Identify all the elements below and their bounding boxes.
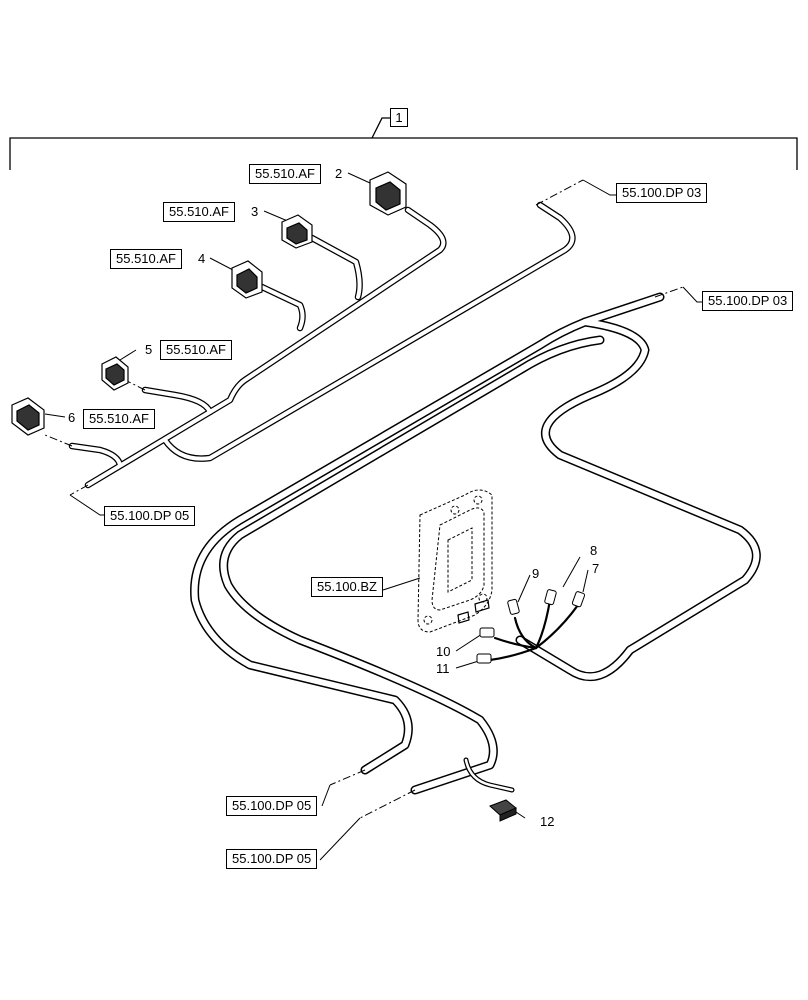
callout-2: 2: [335, 166, 343, 181]
control-module: [417, 489, 493, 633]
ref-box-connector-4[interactable]: 55.510.AF: [110, 249, 182, 269]
connector-3-shape: [281, 214, 313, 249]
connector-2-shape: [369, 171, 407, 216]
callout-5: 5: [145, 342, 153, 357]
callout-4: 4: [198, 251, 206, 266]
connector-5-shape: [101, 356, 129, 391]
callout-7: 7: [592, 561, 600, 576]
ref-box-dp03-top[interactable]: 55.100.DP 03: [616, 183, 708, 203]
callout-8: 8: [590, 543, 598, 558]
ref-box-connector-2[interactable]: 55.510.AF: [249, 164, 321, 184]
break-lines: [44, 179, 684, 819]
ref-box-module[interactable]: 55.100.BZ: [311, 577, 383, 597]
callout-10: 10: [436, 644, 451, 659]
connector-12-shape: [489, 799, 517, 822]
assembly-bracket: [9, 117, 798, 170]
ref-box-dp05-left[interactable]: 55.100.DP 05: [104, 506, 196, 526]
ref-box-dp03-mid[interactable]: 55.100.DP 03: [702, 291, 794, 311]
sensor-wires: [488, 598, 580, 662]
connector-6-shape: [11, 397, 45, 436]
module-studs: [457, 599, 490, 624]
ref-box-connector-6[interactable]: 55.510.AF: [83, 409, 155, 429]
sensor-shapes: [476, 589, 586, 664]
ref-box-connector-5[interactable]: 55.510.AF: [160, 340, 232, 360]
callout-3: 3: [251, 204, 259, 219]
callout-6: 6: [68, 410, 76, 425]
ref-box-dp05-bottom-2[interactable]: 55.100.DP 05: [226, 849, 318, 869]
assembly-callout: 1: [390, 108, 408, 127]
connector-4-shape: [231, 260, 263, 299]
ref-box-dp05-bottom-1[interactable]: 55.100.DP 05: [226, 796, 318, 816]
callout-12: 12: [540, 814, 555, 829]
callout-11: 11: [436, 661, 450, 676]
callout-9: 9: [532, 566, 540, 581]
leader-lines: [44, 172, 702, 861]
ref-box-connector-3[interactable]: 55.510.AF: [163, 202, 235, 222]
